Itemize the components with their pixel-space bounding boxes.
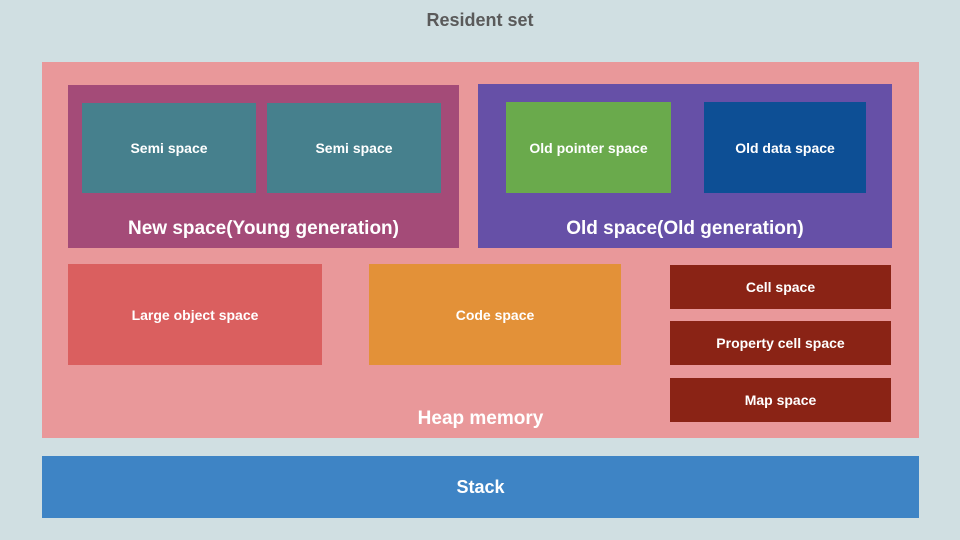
heap-memory-region: Semi space Semi space New space(Young ge…	[42, 62, 919, 438]
map-space-box: Map space	[670, 378, 891, 422]
stack-region: Stack	[42, 456, 919, 518]
large-object-space-label: Large object space	[131, 306, 259, 323]
old-data-space-box: Old data space	[704, 102, 866, 193]
semi-space-1-label: Semi space	[130, 140, 208, 156]
cell-space-box: Cell space	[670, 265, 891, 309]
property-cell-space-box: Property cell space	[670, 321, 891, 365]
new-space-region: Semi space Semi space New space(Young ge…	[68, 85, 459, 248]
code-space-box: Code space	[369, 264, 621, 365]
resident-set-title: Resident set	[426, 10, 534, 30]
new-space-label: New space(Young generation)	[128, 218, 399, 239]
semi-space-box-2: Semi space	[267, 103, 441, 193]
semi-space-2-label: Semi space	[315, 140, 393, 156]
cell-space-label: Cell space	[745, 279, 816, 295]
semi-space-box-1: Semi space	[82, 103, 256, 193]
old-space-region: Old pointer space Old data space Old spa…	[478, 84, 892, 248]
property-cell-space-label: Property cell space	[716, 335, 845, 351]
old-pointer-space-label: Old pointer space	[529, 139, 648, 156]
code-space-label: Code space	[455, 306, 535, 323]
old-data-space-label: Old data space	[735, 139, 835, 156]
old-space-label: Old space(Old generation)	[566, 218, 804, 239]
stack-label: Stack	[456, 476, 505, 497]
map-space-label: Map space	[744, 392, 817, 408]
heap-memory-label: Heap memory	[417, 408, 544, 429]
large-object-space-box: Large object space	[68, 264, 322, 365]
old-pointer-space-box: Old pointer space	[506, 102, 671, 193]
